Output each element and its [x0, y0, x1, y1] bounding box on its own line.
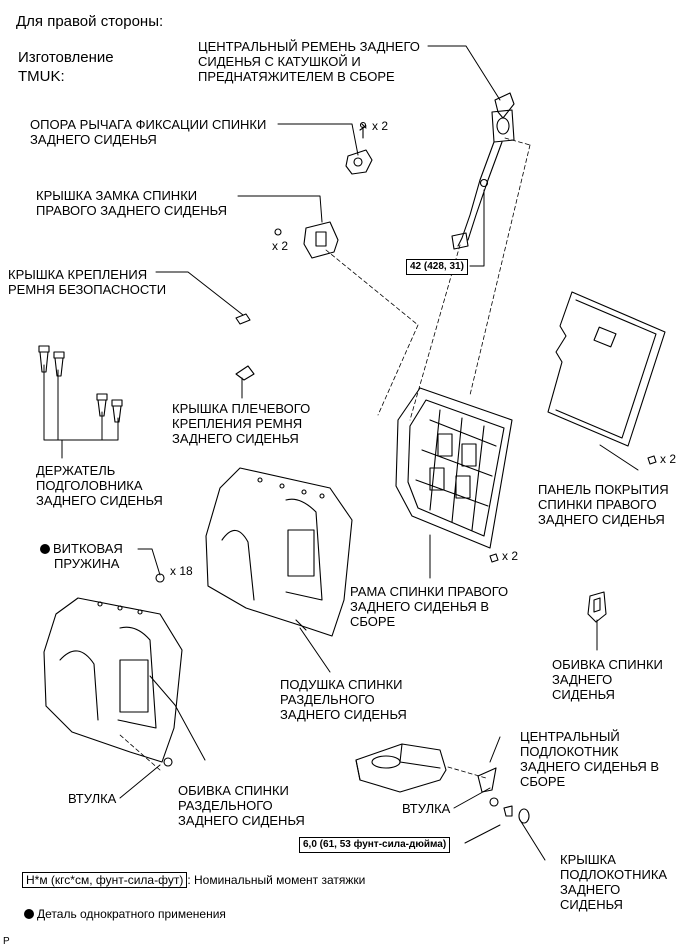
legend-torque-text: : Номинальный момент затяжки [187, 873, 366, 887]
legend-torque-box: Н*м (кгс*см, фунт-сила-фут) [22, 872, 188, 888]
belt-anchor-cover-drawing [235, 313, 251, 325]
back-pad-drawing [205, 467, 353, 637]
corner-code: P [3, 936, 10, 947]
lever-bolts-multiplier: x 2 [372, 119, 389, 133]
label-bushing-right: ВТУЛКА [402, 801, 451, 816]
armrest-drawing [355, 743, 530, 824]
back-board-drawing [547, 291, 666, 465]
legend-torque: Н*м (кгс*см, фунт-сила-фут): Номинальный… [22, 872, 365, 888]
single-use-dot-icon [24, 909, 34, 919]
split-seatback-cover-drawing [43, 597, 183, 767]
single-use-dot-icon [40, 544, 50, 554]
label-bushing-left: ВТУЛКА [68, 791, 117, 806]
lock-cover-drawing [274, 221, 339, 259]
board-clips-multiplier: x 2 [660, 452, 677, 466]
seatback-cover-small-drawing [587, 591, 607, 623]
shoulder-anchor-cover-drawing [235, 365, 255, 381]
side-heading: Для правой стороны: [16, 13, 164, 30]
belt-torque-box: 42 (428, 31) [406, 259, 468, 275]
assembly-dashed-lines [119, 137, 531, 779]
lock-lever-support-drawing [345, 121, 373, 175]
springs-multiplier: x 18 [170, 564, 193, 578]
maker-heading-line1: Изготовление [18, 49, 114, 66]
armrest-torque-box: 6,0 (61, 53 фунт-сила-дюйма) [299, 837, 451, 853]
maker-heading-line2: TMUK: [18, 68, 65, 85]
legend-single-use: Деталь однократного применения [24, 906, 226, 922]
headrest-holders-drawing [38, 345, 123, 423]
center-belt-retractor-drawing [451, 92, 515, 250]
coil-spring-drawing [155, 573, 165, 583]
seatback-frame-drawing [395, 387, 513, 563]
lock-screws-multiplier: x 2 [272, 239, 289, 253]
leader-lines [43, 45, 639, 861]
frame-clips-multiplier: x 2 [502, 549, 519, 563]
